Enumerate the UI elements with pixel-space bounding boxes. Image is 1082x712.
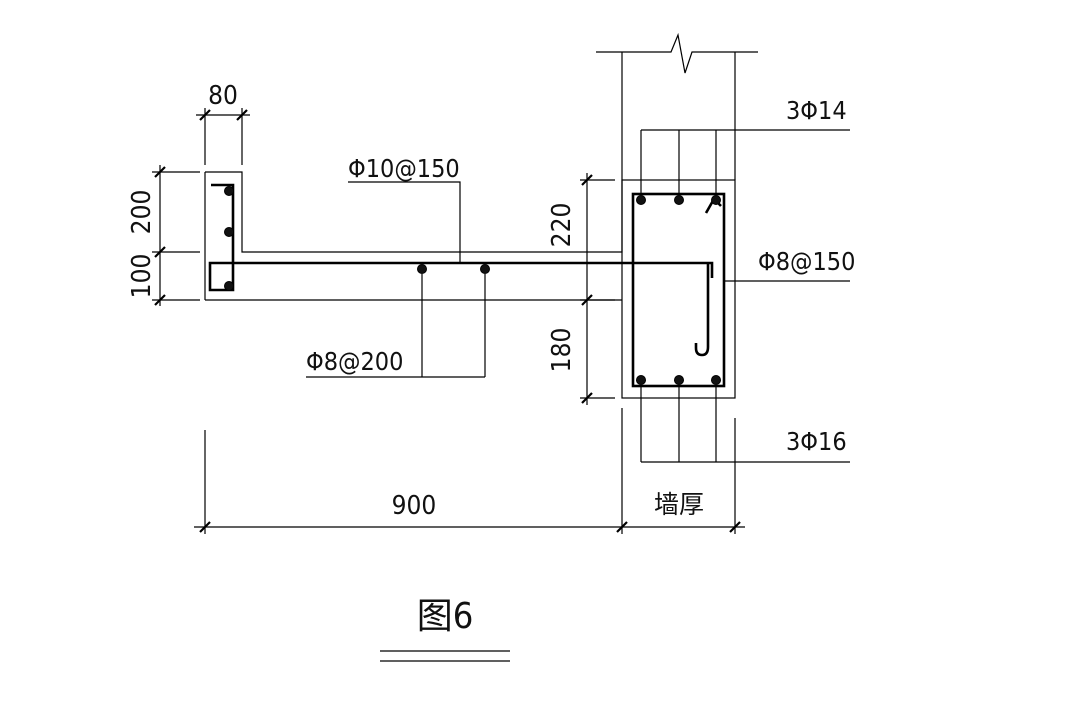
label-beam-top-rebar: 3Φ14 — [786, 96, 847, 125]
wall-break-line — [596, 32, 758, 180]
dim-cantilever-length: 900 — [392, 491, 437, 521]
slab-top-rebar — [208, 183, 714, 292]
beam-top-bar-3 — [711, 195, 721, 205]
figure-caption: 图6 — [417, 596, 474, 637]
dim-slab-thickness: 100 — [127, 254, 157, 299]
dim-beam-bottom: 180 — [547, 328, 577, 373]
dim-wall-thickness: 墙厚 — [654, 490, 704, 519]
label-slab-top-rebar: Φ10@150 — [348, 154, 460, 183]
concrete-outline — [204, 171, 736, 399]
label-slab-bottom-rebar: Φ8@200 — [306, 347, 403, 376]
beam-bottom-bar-3 — [711, 375, 721, 385]
caption-underline — [380, 650, 510, 662]
dimension-lines — [152, 108, 745, 534]
beam-bottom-bar-1 — [636, 375, 646, 385]
beam-stirrup — [631, 192, 726, 388]
beam-bottom-bar-2 — [674, 375, 684, 385]
dim-ledge-height: 200 — [127, 190, 157, 235]
label-beam-bottom-rebar: 3Φ16 — [786, 427, 847, 456]
label-stirrup: Φ8@150 — [758, 247, 855, 276]
ledge-bar-2 — [224, 227, 234, 237]
beam-top-bar-2 — [674, 195, 684, 205]
ledge-bar-1 — [224, 186, 234, 196]
dim-ledge-width: 80 — [208, 81, 238, 111]
slab-bottom-bar-2 — [480, 264, 490, 274]
ledge-bar-3 — [224, 281, 234, 291]
beam-top-bar-1 — [636, 195, 646, 205]
leader-lines — [306, 129, 850, 463]
beam-anchor-bar — [694, 263, 710, 357]
dim-beam-top: 220 — [547, 203, 577, 248]
slab-bottom-bar-1 — [417, 264, 427, 274]
rebar-dots — [224, 186, 721, 385]
